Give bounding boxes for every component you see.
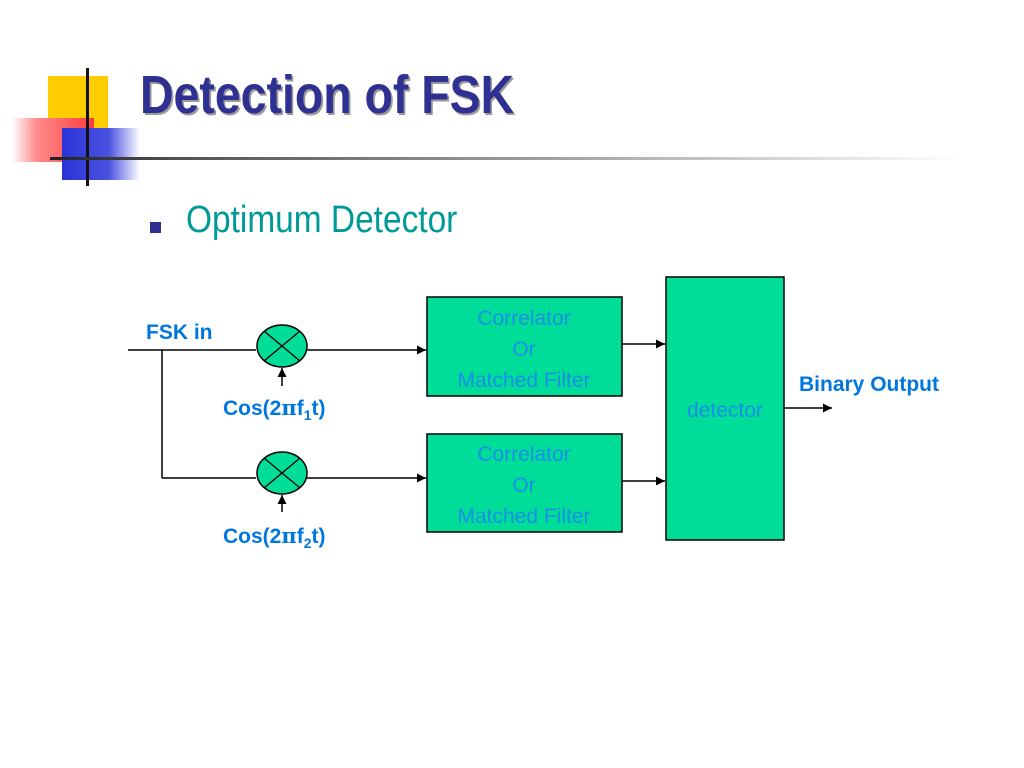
filter-1-block	[426, 296, 623, 397]
filter-1-line1: Correlator	[477, 307, 570, 330]
input-label: FSK in	[146, 321, 213, 344]
logo-blue-square	[62, 128, 140, 180]
bullet-text: Optimum Detector	[186, 199, 458, 241]
input-signal-lines	[128, 349, 256, 479]
filter-1-line3: Matched Filter	[457, 369, 590, 392]
mixer-2-icon	[256, 451, 308, 495]
title-underline	[50, 157, 960, 160]
carrier-1-label: Cos(2πf1t)	[223, 395, 326, 423]
slide-title: Detection of FSK	[140, 65, 515, 125]
output-label: Binary Output	[799, 373, 939, 396]
filter-2-line2: Or	[512, 474, 535, 497]
filter-2-block	[426, 433, 623, 533]
bullet-square-icon	[150, 222, 161, 233]
detector-block	[665, 276, 785, 541]
logo-vertical-line	[86, 68, 89, 186]
mixer-1-icon	[256, 324, 308, 368]
filter-2-line3: Matched Filter	[457, 505, 590, 528]
detector-label: detector	[687, 399, 763, 422]
filter-2-line1: Correlator	[477, 443, 570, 466]
filter-1-line2: Or	[512, 338, 535, 361]
carrier-2-label: Cos(2πf2t)	[223, 523, 326, 551]
